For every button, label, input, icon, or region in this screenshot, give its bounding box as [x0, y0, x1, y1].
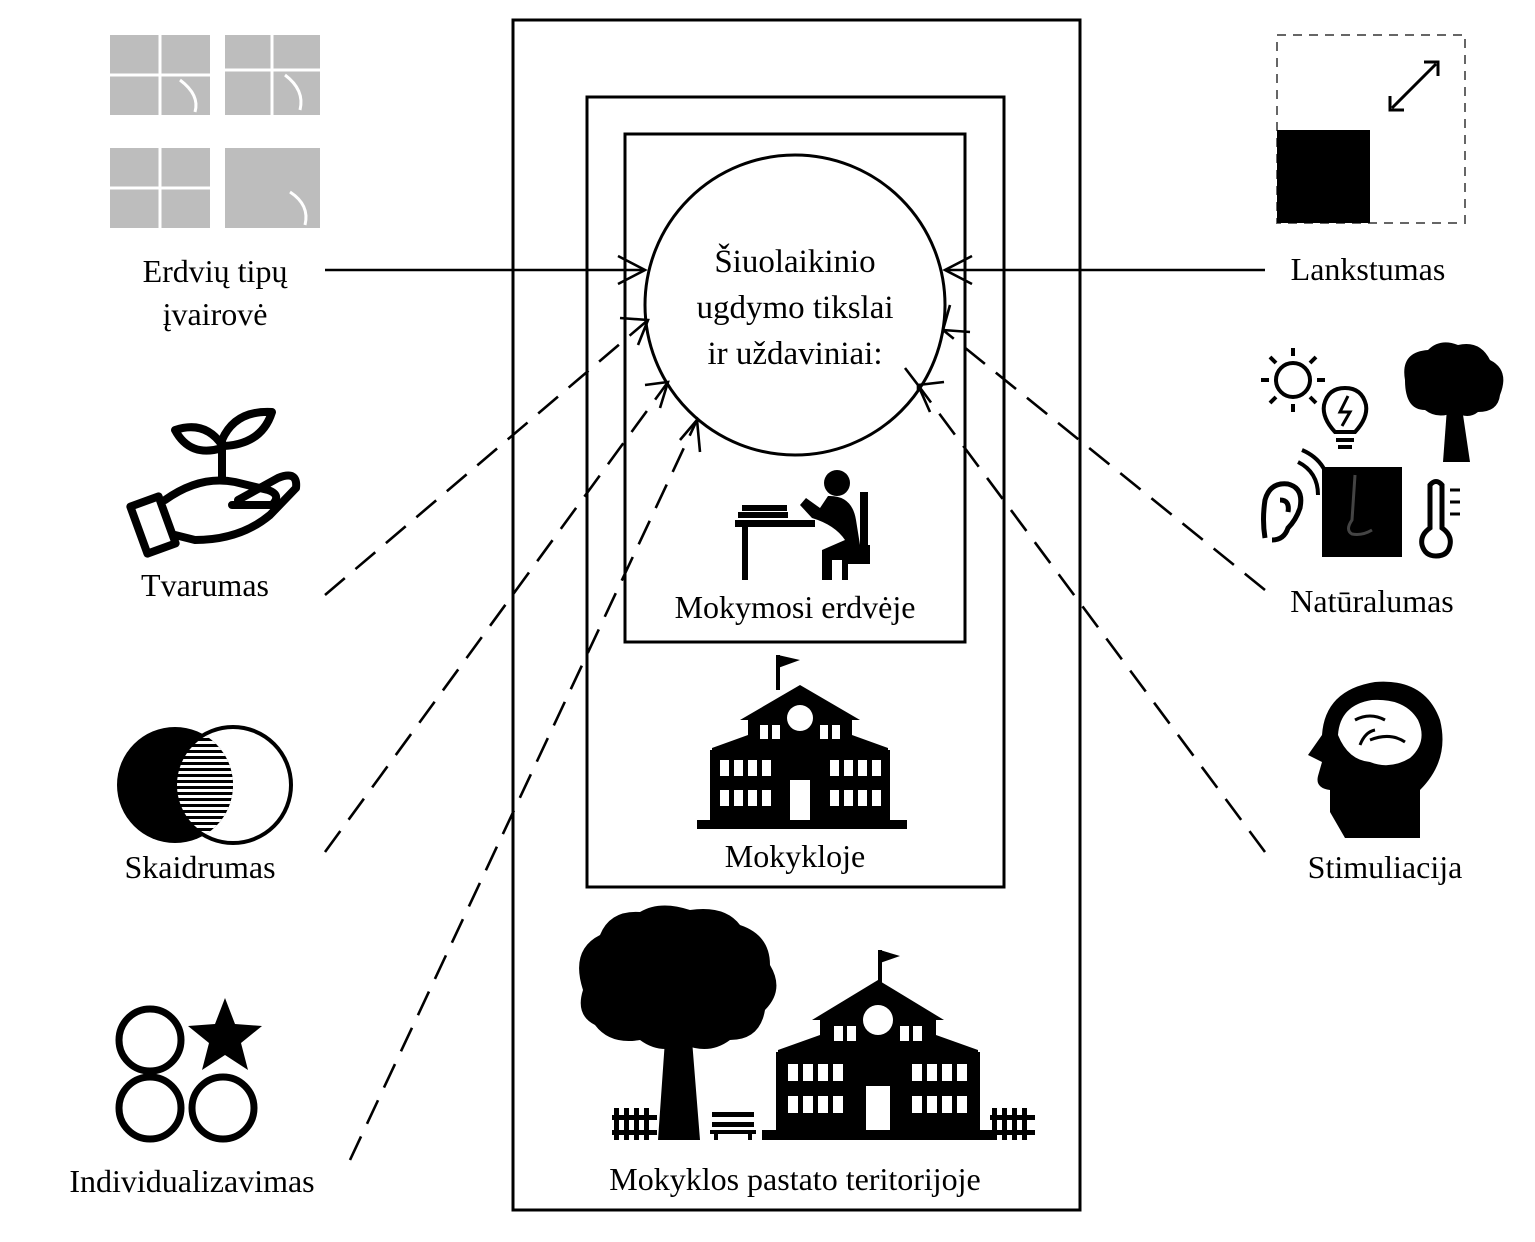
arrowhead	[617, 254, 648, 286]
connector-tvarumas	[324, 319, 649, 596]
arrowhead	[619, 316, 650, 346]
label-skaidrumas: Skaidrumas	[124, 849, 275, 885]
hand-plant-icon	[126, 407, 301, 558]
connector-naturalumas	[942, 328, 1266, 592]
center-line-3: ir uždaviniai:	[707, 336, 882, 372]
student-desk-icon	[735, 470, 870, 580]
school-building-icon	[697, 655, 907, 829]
arrowhead	[942, 254, 973, 286]
thermometer-icon	[1419, 479, 1460, 559]
arrowhead	[679, 416, 702, 453]
ear-icon	[1261, 448, 1332, 543]
level-label-outer: Mokyklos pastato teritorijoje	[609, 1161, 981, 1197]
venn-icon	[117, 725, 293, 845]
center-circle	[643, 153, 947, 457]
outer-frame	[511, 18, 1082, 1212]
label-naturalumas: Natūralumas	[1290, 583, 1454, 619]
label-stimuliacija: Stimuliacija	[1308, 849, 1463, 885]
center-line-2: ugdymo tikslai	[696, 290, 893, 326]
arrowhead	[644, 380, 670, 409]
inner-frame	[623, 132, 967, 644]
territory-scene-icon	[579, 905, 1035, 1140]
label-erdviu-line-2: įvairovė	[163, 296, 268, 332]
connector-individualizavimas	[348, 419, 699, 1161]
label-lankstumas: Lankstumas	[1291, 251, 1446, 287]
label-erdviu-line-1: Erdvių tipų	[143, 253, 289, 289]
resize-icon	[1276, 34, 1466, 224]
tree-icon	[1404, 342, 1504, 462]
sun-icon	[1261, 348, 1325, 412]
label-individualizavimas: Individualizavimas	[69, 1163, 314, 1199]
level-label-middle: Mokykloje	[725, 838, 865, 874]
light-bulb-icon	[1321, 385, 1369, 449]
head-brain-icon	[1308, 681, 1443, 838]
connector-stimuliacija	[916, 384, 1267, 853]
connector-skaidrumas	[323, 381, 670, 853]
arrowhead	[903, 367, 945, 387]
center-line-1: Šiuolaikinio	[714, 242, 875, 280]
level-label-inner: Mokymosi erdvėje	[675, 589, 916, 625]
arrowhead	[941, 304, 971, 334]
circles-star-icon	[115, 998, 262, 1143]
label-tvarumas: Tvarumas	[141, 567, 269, 603]
floor-plan-icon	[110, 35, 320, 228]
nose-icon	[1322, 467, 1402, 557]
